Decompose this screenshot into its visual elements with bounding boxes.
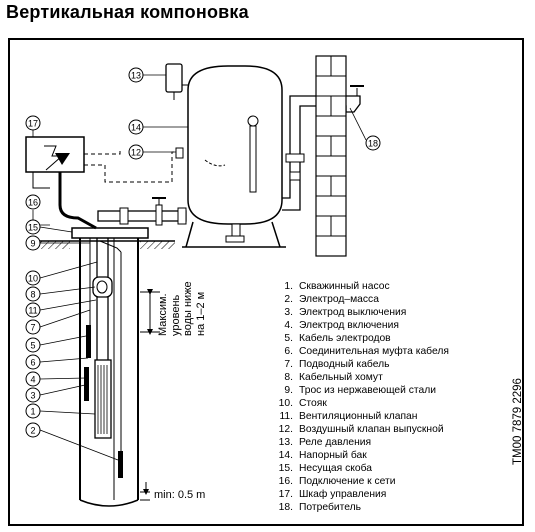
riser-pipe (92, 238, 113, 360)
legend-item: 1.Скважинный насос (284, 281, 390, 292)
callout-8: 8 (25, 286, 41, 302)
callout-label: 6 (30, 358, 35, 368)
water-level-line: воды ниже (182, 281, 194, 336)
callout-label: 1 (30, 407, 35, 417)
callout-10: 10 (25, 270, 41, 286)
callout-13: 13 (128, 67, 144, 83)
legend-item: 9.Трос из нержавеющей стали (284, 385, 436, 396)
legend-item: 6.Соединительная муфта кабеля (284, 346, 449, 357)
callout-12: 12 (128, 144, 144, 160)
legend-item: 11.Вентиляционный клапан (279, 411, 418, 422)
callout-label: 2 (30, 426, 35, 436)
pressure-switch (165, 63, 188, 100)
water-level-bracket (140, 289, 160, 501)
callout-6: 6 (25, 354, 41, 370)
legend-item: 7.Подводный кабель (284, 359, 390, 370)
legend: 1.Скважинный насос 2.Электрод–масса 3.Эл… (276, 280, 449, 514)
callout-label: 14 (131, 123, 141, 133)
legend-item: 10.Стояк (278, 398, 327, 409)
electrodes (84, 325, 123, 478)
callout-label: 12 (131, 148, 141, 158)
callout-5: 5 (25, 337, 41, 353)
legend-item: 4.Электрод включения (284, 320, 399, 331)
water-level-line: уровень (169, 294, 182, 336)
callout-3: 3 (25, 387, 41, 403)
callout-label: 17 (28, 119, 38, 129)
callout-1: 1 (25, 403, 41, 419)
document-code: TM00 7879 2296 (512, 378, 524, 465)
callout-label: 8 (30, 290, 35, 300)
callout-18: 18 (365, 135, 381, 151)
callout-label: 16 (28, 198, 38, 208)
legend-item: 16.Подключение к сети (278, 476, 396, 487)
callout-7: 7 (25, 319, 41, 335)
water-level-label: Максим. уровень воды ниже на 1–2 м (157, 281, 207, 336)
legend-item: 17.Шкаф управления (278, 489, 387, 500)
callout-label: 10 (28, 274, 38, 284)
legend-item: 2.Электрод–масса (284, 294, 379, 305)
legend-item: 13.Реле давления (278, 437, 372, 448)
callout-label: 13 (131, 71, 141, 81)
legend-item: 18.Потребитель (278, 502, 361, 513)
callout-2: 2 (25, 422, 41, 438)
legend-item: 15.Несущая скоба (278, 463, 372, 474)
legend-item: 14.Напорный бак (278, 450, 367, 461)
callout-label: 11 (28, 306, 37, 316)
callout-label: 4 (30, 375, 35, 385)
callout-label: 5 (30, 341, 35, 351)
legend-item: 5.Кабель электродов (284, 333, 391, 344)
borehole (71, 227, 149, 507)
callout-label: 18 (368, 139, 378, 149)
callout-15: 15 (25, 219, 41, 235)
callout-label: 3 (30, 391, 35, 401)
callout-4: 4 (25, 371, 41, 387)
cables (89, 238, 122, 500)
page-title: Вертикальная компоновка (6, 2, 249, 22)
pump (94, 359, 112, 439)
control-cabinet (25, 136, 178, 230)
legend-item: 12.Воздушный клапан выпускной (278, 424, 444, 435)
callout-17: 17 (25, 115, 41, 131)
callout-16: 16 (25, 194, 41, 210)
min-depth-label: min: 0.5 m (154, 489, 206, 501)
callout-14: 14 (128, 119, 144, 135)
callout-label: 9 (30, 239, 35, 249)
water-level-line: Максим. (157, 293, 169, 336)
callout-11: 11 (25, 302, 41, 318)
callout-9: 9 (25, 235, 41, 251)
leader-lines (32, 74, 367, 461)
callout-label: 15 (28, 223, 38, 233)
ground (30, 240, 175, 249)
discharge-pipe (97, 197, 187, 226)
callout-label: 7 (30, 323, 35, 333)
water-level-line: на 1–2 м (194, 291, 207, 336)
legend-item: 8.Кабельный хомут (284, 372, 383, 383)
wall (315, 55, 347, 257)
legend-item: 3.Электрод выключения (284, 307, 407, 318)
diagram-frame (8, 38, 524, 526)
pressure-tank (175, 65, 286, 248)
